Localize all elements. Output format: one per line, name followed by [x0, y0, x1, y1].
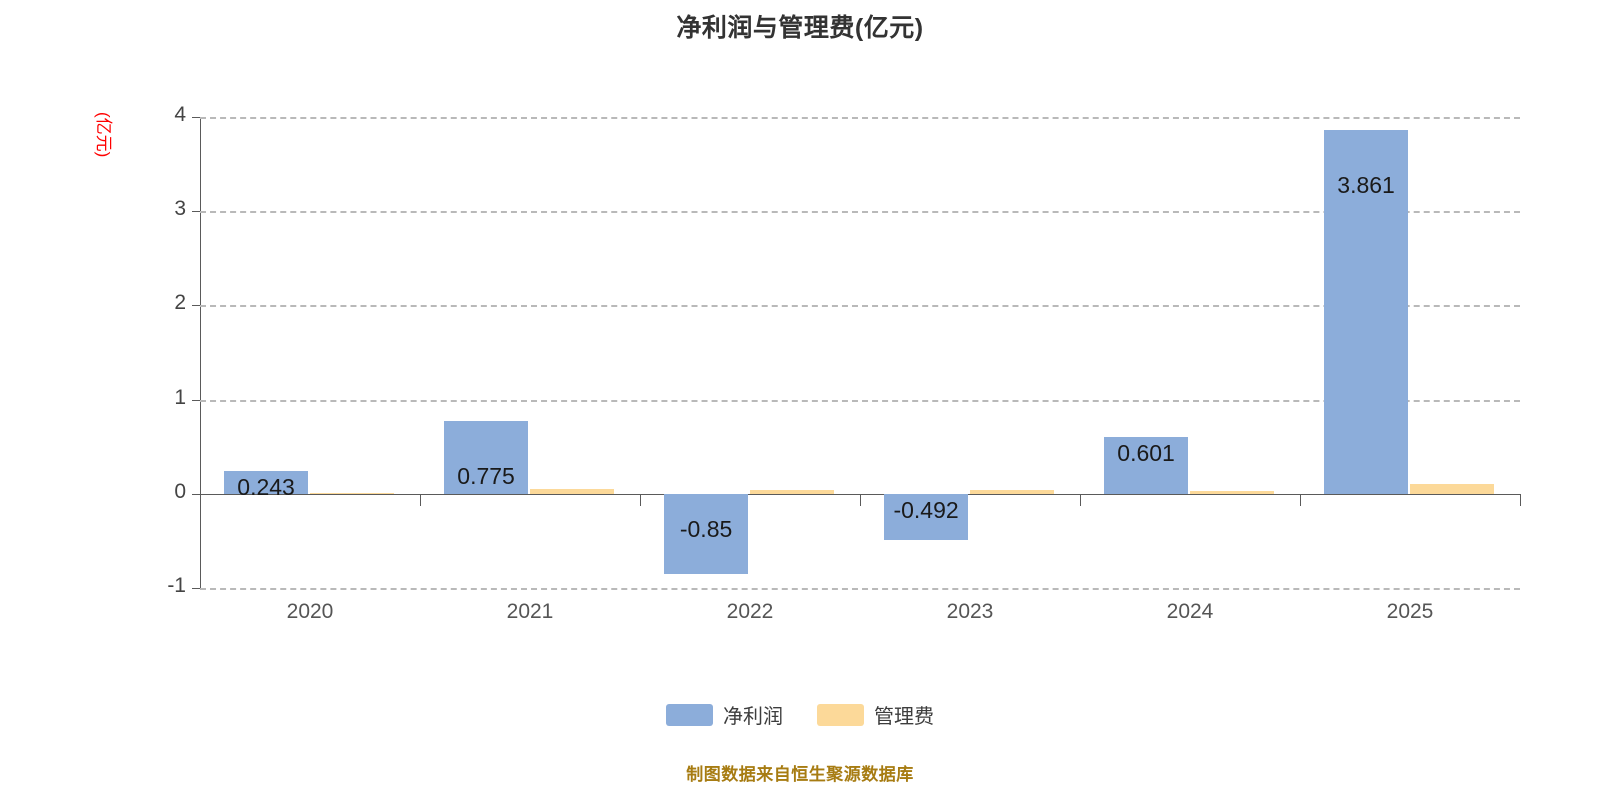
x-tick-label-2021: 2021: [506, 600, 554, 623]
category-tick: [200, 493, 201, 506]
legend-item-net-profit[interactable]: 净利润: [666, 700, 783, 729]
footer-note: 制图数据来自恒生聚源数据库: [686, 765, 914, 784]
category-tick: [640, 493, 641, 506]
x-tick-label-2023: 2023: [946, 600, 994, 623]
category-tick: [860, 493, 861, 506]
bar-net-profit-2025[interactable]: [1324, 130, 1408, 494]
gridline-2: [200, 305, 1520, 308]
bar-value-label: 0.775: [457, 462, 515, 489]
x-tick-label-2025: 2025: [1386, 600, 1434, 623]
bar-admin-fee-2023[interactable]: [970, 490, 1054, 494]
bar-net-profit-2021[interactable]: [444, 420, 528, 494]
bar-value-label: 3.861: [1337, 172, 1395, 199]
legend-label: 管理费: [874, 706, 934, 728]
legend-swatch-icon: [817, 703, 864, 726]
y-tick-mark-4: [192, 117, 200, 118]
y-tick-label: 0: [174, 479, 186, 503]
bar-admin-fee-2024[interactable]: [1190, 490, 1274, 494]
bar-value-label: -0.85: [679, 515, 733, 542]
bar-value-label: 0.601: [1117, 440, 1175, 467]
chart-legend: 净利润 管理费: [0, 700, 1600, 729]
bar-admin-fee-2020[interactable]: [310, 492, 394, 494]
gridline-3: [200, 211, 1520, 214]
y-tick-mark--1: [192, 588, 200, 589]
bar-net-profit-2020[interactable]: [224, 470, 308, 494]
y-tick-mark-0: [192, 493, 200, 495]
y-tick-mark-3: [192, 211, 200, 213]
chart-title: 净利润与管理费(亿元): [676, 14, 924, 42]
y-tick-mark-1: [192, 399, 200, 401]
gridline--1: [200, 588, 1520, 590]
x-tick-label-2020: 2020: [286, 600, 334, 623]
bar-net-profit-2023[interactable]: [884, 493, 968, 541]
legend-swatch-icon: [666, 703, 713, 726]
bar-net-profit-2022[interactable]: [664, 493, 748, 574]
legend-item-admin-fee[interactable]: 管理费: [817, 700, 934, 729]
bar-admin-fee-2021[interactable]: [530, 489, 614, 494]
plot-area: 0.243 0.775 -0.85 -0.492 0.601 3.861: [192, 117, 1521, 590]
bar-value-label: 0.243: [237, 473, 295, 500]
bar-value-label: -0.492: [893, 496, 959, 523]
x-tick-label-2024: 2024: [1166, 600, 1214, 623]
y-tick-label: 4: [174, 103, 186, 126]
bar-admin-fee-2025[interactable]: [1410, 484, 1494, 494]
category-tick: [1520, 493, 1521, 506]
category-tick: [420, 493, 421, 506]
gridline-4: [200, 117, 1520, 119]
x-tick-label-2022: 2022: [726, 600, 774, 623]
gridline-1: [200, 399, 1520, 402]
y-tick-label: 1: [174, 385, 186, 409]
bar-admin-fee-2022[interactable]: [750, 490, 834, 494]
bar-net-profit-2024[interactable]: [1104, 437, 1188, 494]
legend-label: 净利润: [723, 706, 783, 728]
category-tick: [1300, 493, 1301, 506]
y-tick-mark-2: [192, 305, 200, 307]
y-tick-label: -1: [167, 574, 186, 597]
y-tick-label: 3: [174, 197, 186, 221]
y-axis-line: [200, 117, 201, 588]
category-tick: [1080, 493, 1081, 506]
y-tick-label: 2: [174, 291, 186, 315]
y-axis-unit-label: (亿元): [94, 112, 113, 158]
